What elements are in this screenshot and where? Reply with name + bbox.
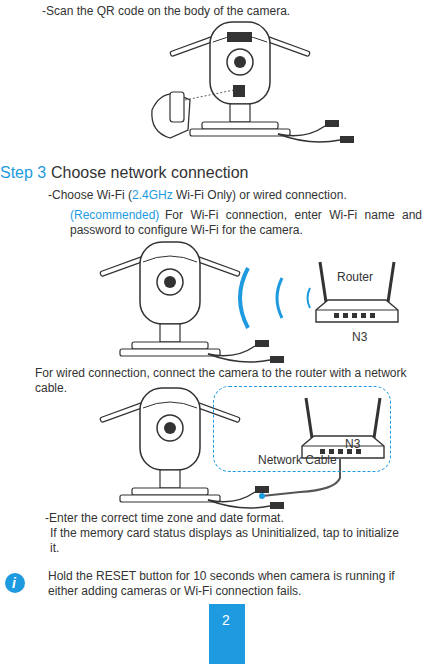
label-text: -Enter the correct time zone and date fo… [45,511,284,526]
label-text: Hold the RESET button for 10 seconds whe… [48,569,408,599]
info-icon: i [5,573,25,593]
label-text: For Wi-Fi connection, enter Wi-Fi name a… [70,208,422,238]
label-text: 2.4GHz [132,188,173,203]
label-text: If the memory card status displays as Un… [50,526,405,556]
node-text: 2 [222,612,230,628]
page-number-box: 2 [209,604,245,664]
label-text: -Choose Wi-Fi ( [48,188,132,203]
dashed-region: N3Network Cable [213,386,391,472]
label-text: N3 [352,330,367,345]
label-text: Step 3 [0,163,46,183]
label-text: (Recommended) [70,208,159,223]
label-text: For wired connection, connect the camera… [35,366,427,396]
node-text: i [12,575,16,591]
label-text: Router [337,270,373,285]
label-text: Wi-Fi Only) or wired connection. [176,188,347,203]
node-text: Network Cable [258,453,337,467]
label-text: Choose network connection [51,163,248,183]
node-text: N3 [345,437,360,451]
label-text: -Scan the QR code on the body of the cam… [42,4,422,19]
